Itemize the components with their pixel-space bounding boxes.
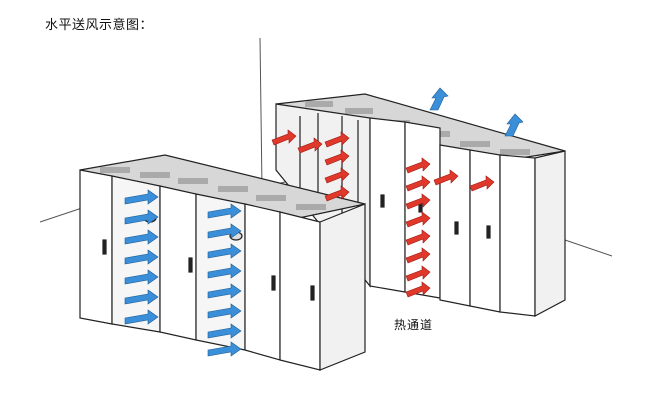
hot-airflow-arrows [271,129,495,298]
hot-aisle-label: 热通道 [394,318,434,332]
cold-arrow-icon [207,223,242,239]
hot-arrow-icon [405,265,431,282]
cold-arrow-icon [124,249,159,265]
cold-arrow-icon [207,341,242,357]
hot-arrow-icon [324,167,350,184]
cold-arrow-icon [207,323,242,339]
hot-arrow-icon [405,193,431,210]
hot-arrow-icon [324,131,350,148]
hot-arrow-icon [324,185,350,202]
cold-arrow-icon [207,243,242,259]
cold-arrow-icon [124,269,159,285]
hot-arrow-icon [271,129,297,146]
hot-arrow-icon [405,175,431,192]
cold-arrow-icon [207,263,242,279]
up-arrow-icon [504,113,524,137]
hot-arrow-icon [405,211,431,228]
cold-arrow-icon [124,309,159,325]
cold-arrow-icon [207,203,242,219]
cold-arrow-icon [207,283,242,299]
cold-arrow-icon [124,289,159,305]
hot-arrow-icon [405,229,431,246]
up-arrow-icon [429,87,449,111]
hot-arrow-icon [405,247,431,264]
cold-arrow-icon [207,303,242,319]
cold-arrow-icon [124,189,159,205]
hot-arrow-icon [405,157,431,174]
diagram-title: 水平送风示意图： [45,18,154,33]
hot-arrow-icon [433,169,459,186]
cold-arrow-icon [124,229,159,245]
cold-airflow-arrows [124,189,242,357]
hot-arrow-icon [324,149,350,166]
hot-arrow-icon [469,175,495,192]
hot-arrow-icon [297,137,323,154]
cold-arrow-icon [124,209,159,225]
exhaust-arrows [429,87,524,137]
hot-arrow-icon [405,281,431,298]
